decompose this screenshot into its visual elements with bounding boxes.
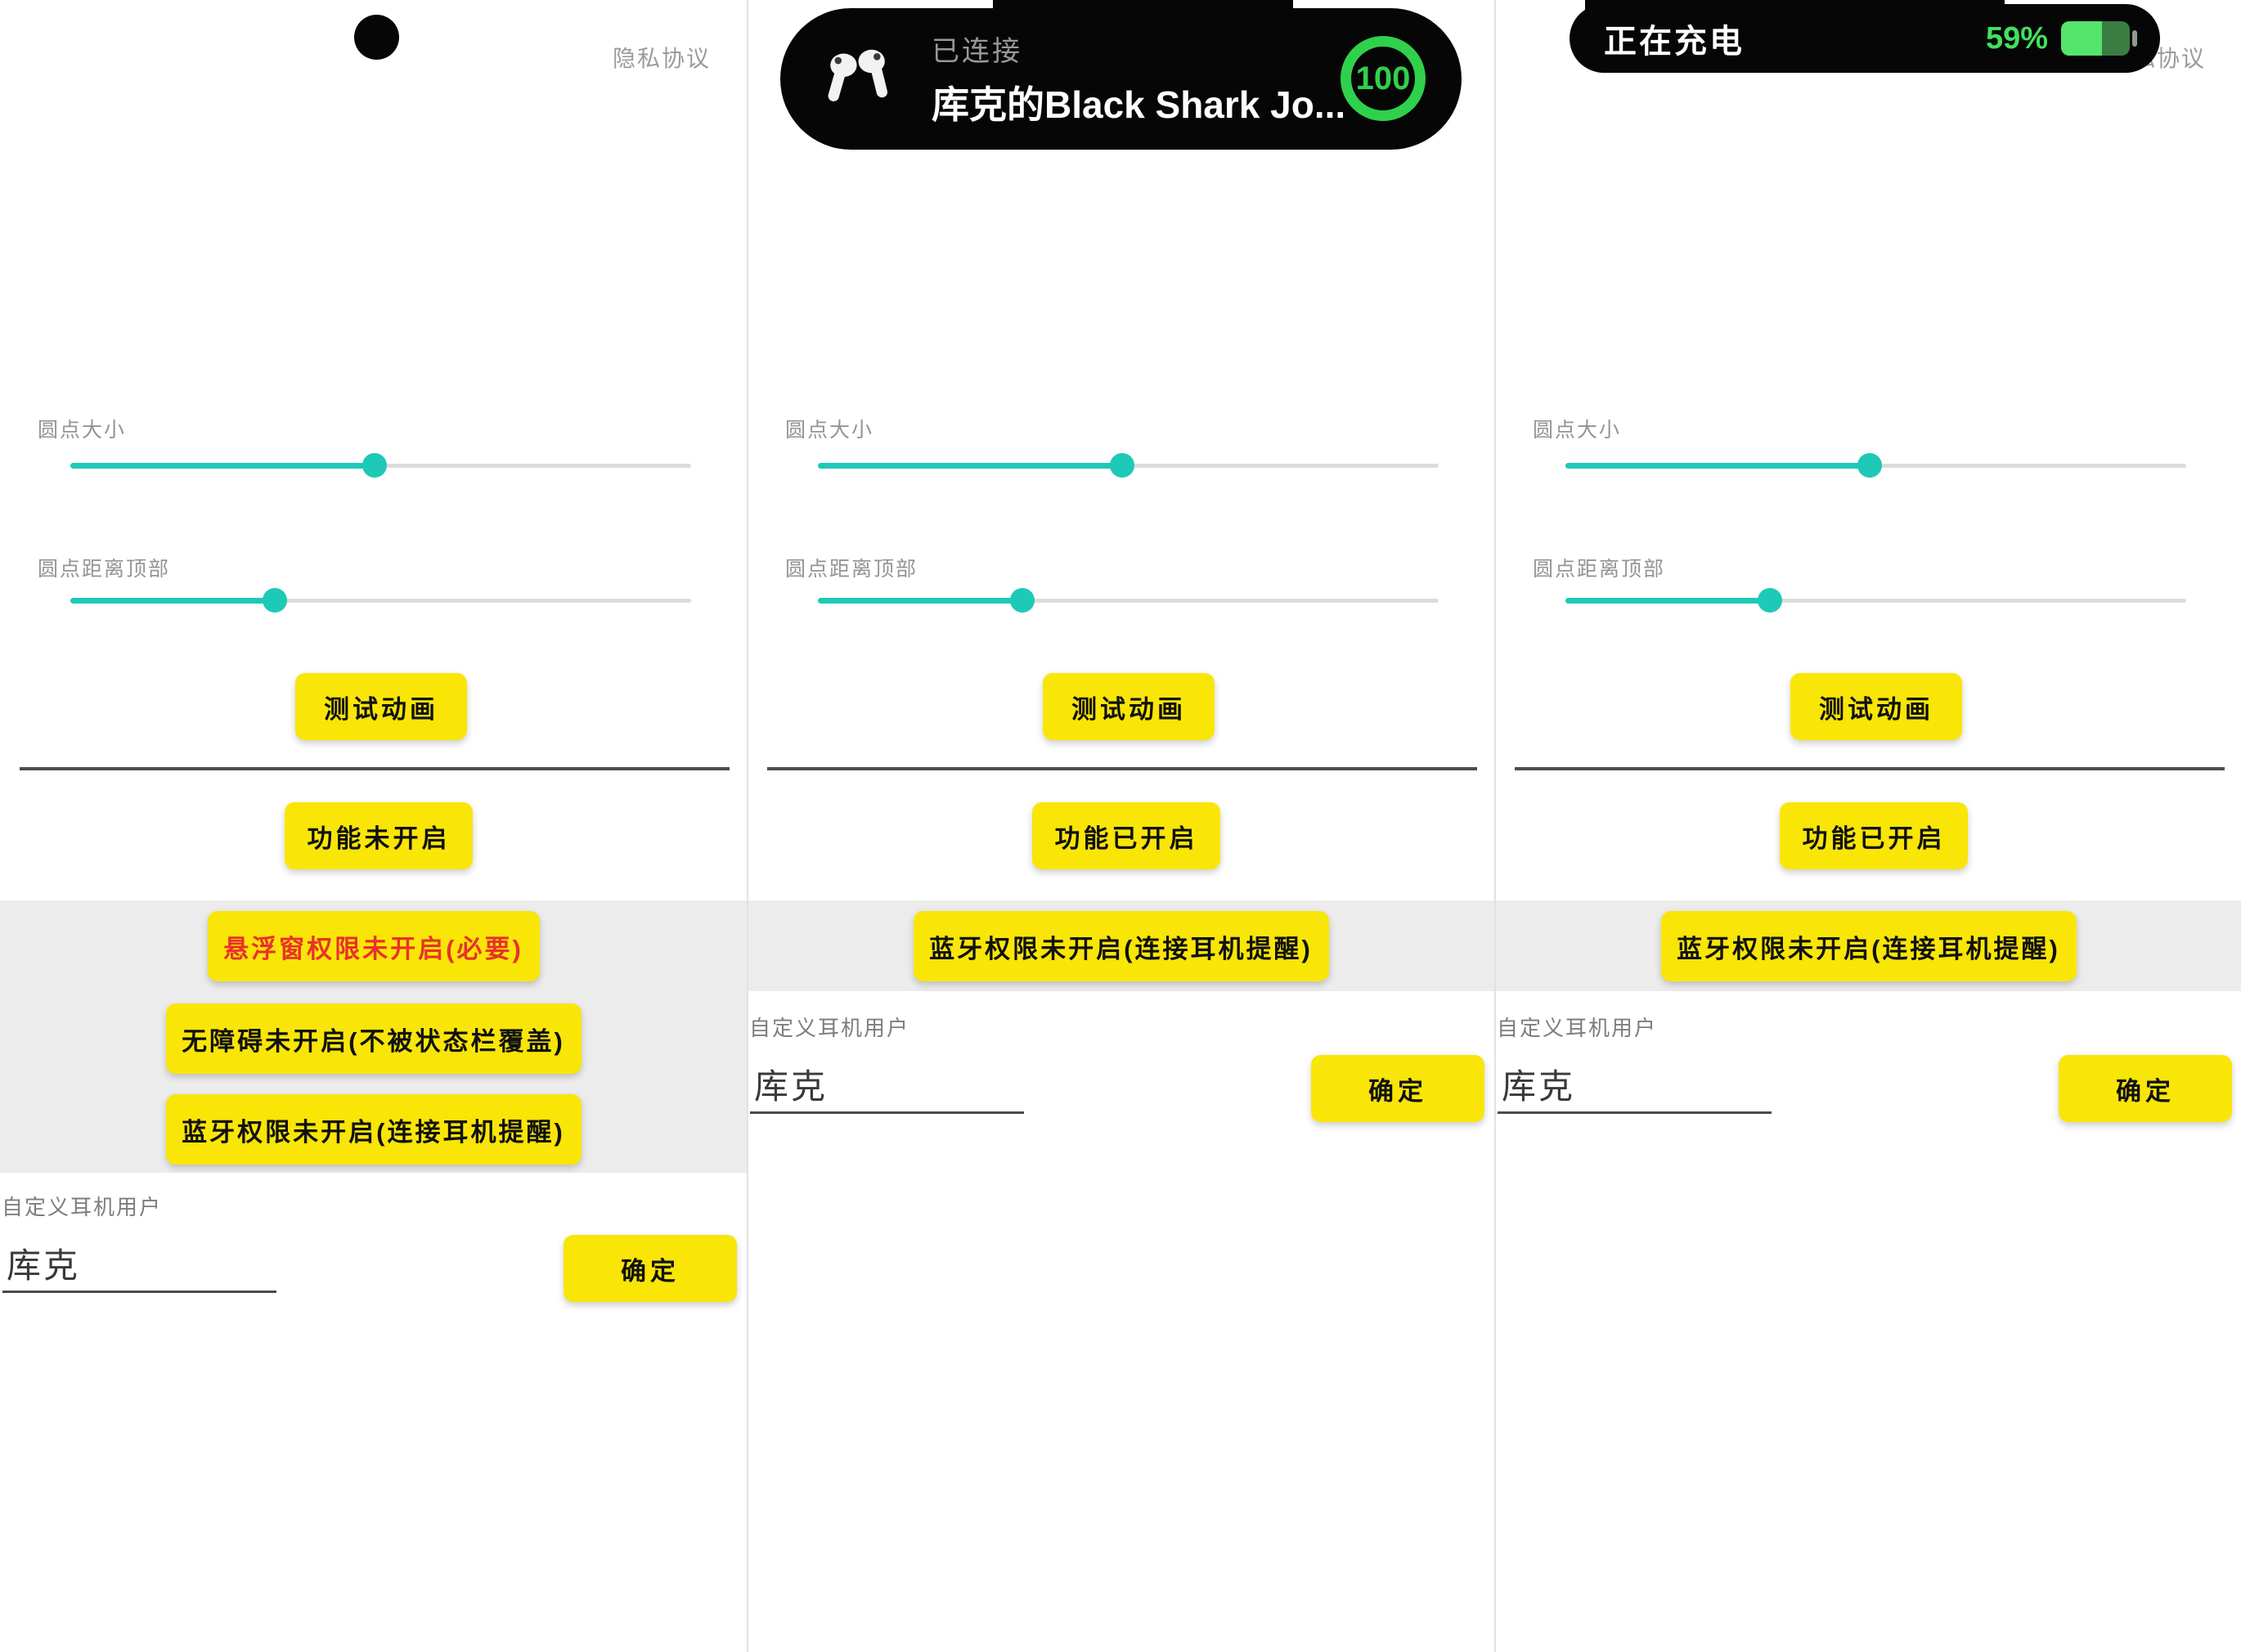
charging-status: 正在充电 [1604, 24, 1745, 60]
slider-thumb[interactable] [1010, 588, 1035, 613]
airpods-icon [820, 44, 897, 114]
panel-airpods-connected: 隐私协议 已连接 库克的Black Shark Jo... [748, 0, 1494, 1652]
feature-status-button[interactable]: 功能未开启 [285, 802, 473, 869]
battery-percent: 59% [1985, 20, 2048, 56]
input-underline [750, 1111, 1024, 1114]
device-name: 库克的Black Shark Jo... [932, 83, 1346, 126]
bluetooth-permission-button[interactable]: 蓝牙权限未开启(连接耳机提醒) [913, 911, 1329, 981]
battery-icon [2061, 21, 2130, 56]
slider-fill [818, 598, 1023, 604]
dot-top-slider[interactable] [818, 587, 1439, 613]
dot-size-label: 圆点大小 [38, 419, 127, 442]
panel-divider [1494, 0, 1496, 1652]
input-underline [1498, 1111, 1772, 1114]
confirm-button[interactable]: 确定 [564, 1235, 737, 1302]
airpods-text-block: 已连接 库克的Black Shark Jo... [932, 29, 1345, 129]
slider-track[interactable] [1565, 599, 2186, 603]
confirm-button[interactable]: 确定 [1311, 1055, 1484, 1122]
floating-dot-preview [354, 15, 399, 60]
dot-top-label: 圆点距离顶部 [38, 558, 171, 581]
input-underline [2, 1291, 276, 1293]
dot-size-slider[interactable] [1565, 452, 2186, 478]
bluetooth-permission-button[interactable]: 蓝牙权限未开启(连接耳机提醒) [165, 1094, 582, 1165]
slider-fill [70, 463, 375, 469]
confirm-button[interactable]: 确定 [2059, 1055, 2232, 1122]
feature-status-button[interactable]: 功能已开启 [1780, 802, 1968, 869]
slider-fill [70, 598, 276, 604]
custom-user-label: 自定义耳机用户 [749, 1016, 910, 1040]
privacy-policy-link[interactable]: 隐私协议 [612, 46, 711, 71]
slider-thumb[interactable] [362, 453, 387, 478]
dynamic-island-airpods: 已连接 库克的Black Shark Jo... 100 [780, 8, 1462, 150]
section-divider [767, 767, 1477, 770]
dot-top-label: 圆点距离顶部 [1533, 558, 1666, 581]
panel-dot-preview: 隐私协议 圆点大小 圆点距离顶部 测试动画 功能未开启 悬浮窗权限未开启(必要)… [0, 0, 747, 1652]
bluetooth-permission-button[interactable]: 蓝牙权限未开启(连接耳机提醒) [1660, 911, 2077, 981]
custom-user-input[interactable]: 库克 [1502, 1067, 1576, 1106]
dot-size-slider[interactable] [70, 452, 691, 478]
slider-fill [1565, 463, 1870, 469]
dynamic-island-charging: 正在充电 59% [1570, 4, 2160, 73]
section-divider [1515, 767, 2225, 770]
panel-divider [747, 0, 748, 1652]
dot-size-label: 圆点大小 [1533, 419, 1622, 442]
slider-thumb[interactable] [1109, 453, 1134, 478]
accessibility-permission-button[interactable]: 无障碍未开启(不被状态栏覆盖) [165, 1003, 582, 1074]
overlay-permission-button[interactable]: 悬浮窗权限未开启(必要) [207, 911, 540, 981]
slider-track[interactable] [70, 599, 691, 603]
slider-track[interactable] [818, 599, 1439, 603]
battery-cap [2132, 30, 2137, 47]
slider-thumb[interactable] [1857, 453, 1882, 478]
dot-top-label: 圆点距离顶部 [785, 558, 918, 581]
dot-top-slider[interactable] [70, 587, 691, 613]
panel-charging: 隐私协议 正在充电 59% 圆点大小 圆点距离顶部 测试动画 功能已开启 蓝牙权… [1495, 0, 2241, 1652]
test-animation-button[interactable]: 测试动画 [1790, 673, 1962, 740]
custom-user-label: 自定义耳机用户 [2, 1195, 163, 1219]
connection-status: 已连接 [932, 36, 1022, 67]
dot-top-slider[interactable] [1565, 587, 2186, 613]
test-animation-button[interactable]: 测试动画 [1043, 673, 1215, 740]
slider-fill [818, 463, 1122, 469]
dot-size-slider[interactable] [818, 452, 1439, 478]
feature-status-button[interactable]: 功能已开启 [1032, 802, 1220, 869]
test-animation-button[interactable]: 测试动画 [295, 673, 467, 740]
slider-thumb[interactable] [1758, 588, 1783, 613]
dot-size-label: 圆点大小 [785, 419, 874, 442]
custom-user-input[interactable]: 库克 [754, 1067, 829, 1106]
slider-thumb[interactable] [263, 588, 288, 613]
battery-ring: 100 [1341, 36, 1426, 121]
battery-fill [2061, 21, 2102, 56]
custom-user-input[interactable]: 库克 [7, 1246, 81, 1285]
slider-fill [1565, 598, 1771, 604]
section-divider [20, 767, 730, 770]
custom-user-label: 自定义耳机用户 [1497, 1016, 1658, 1040]
